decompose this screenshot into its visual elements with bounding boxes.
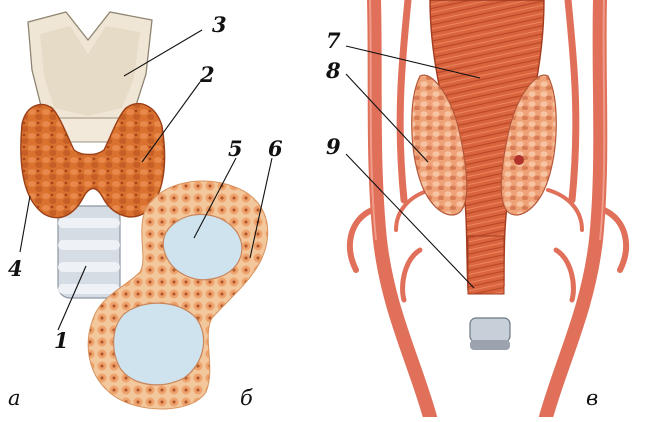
callout-2: 2 [200,64,215,85]
trachea-cut [470,318,510,350]
callout-7: 7 [326,30,341,51]
callout-5: 5 [228,138,243,159]
callout-9: 9 [326,136,341,157]
parathyroid-gland [514,155,524,165]
callout-1: 1 [54,330,69,351]
panel-letter-a: а [8,388,21,409]
callout-4: 4 [8,258,23,279]
callout-8: 8 [326,60,341,81]
callout-3: 3 [212,14,227,35]
panel-letter-b: б [240,388,253,409]
panel-letter-c: в [586,388,598,409]
follicle-lumen-lower [114,303,204,385]
panel-c-posterior-drawing [350,0,626,417]
callout-6: 6 [268,138,283,159]
trachea [58,206,120,298]
